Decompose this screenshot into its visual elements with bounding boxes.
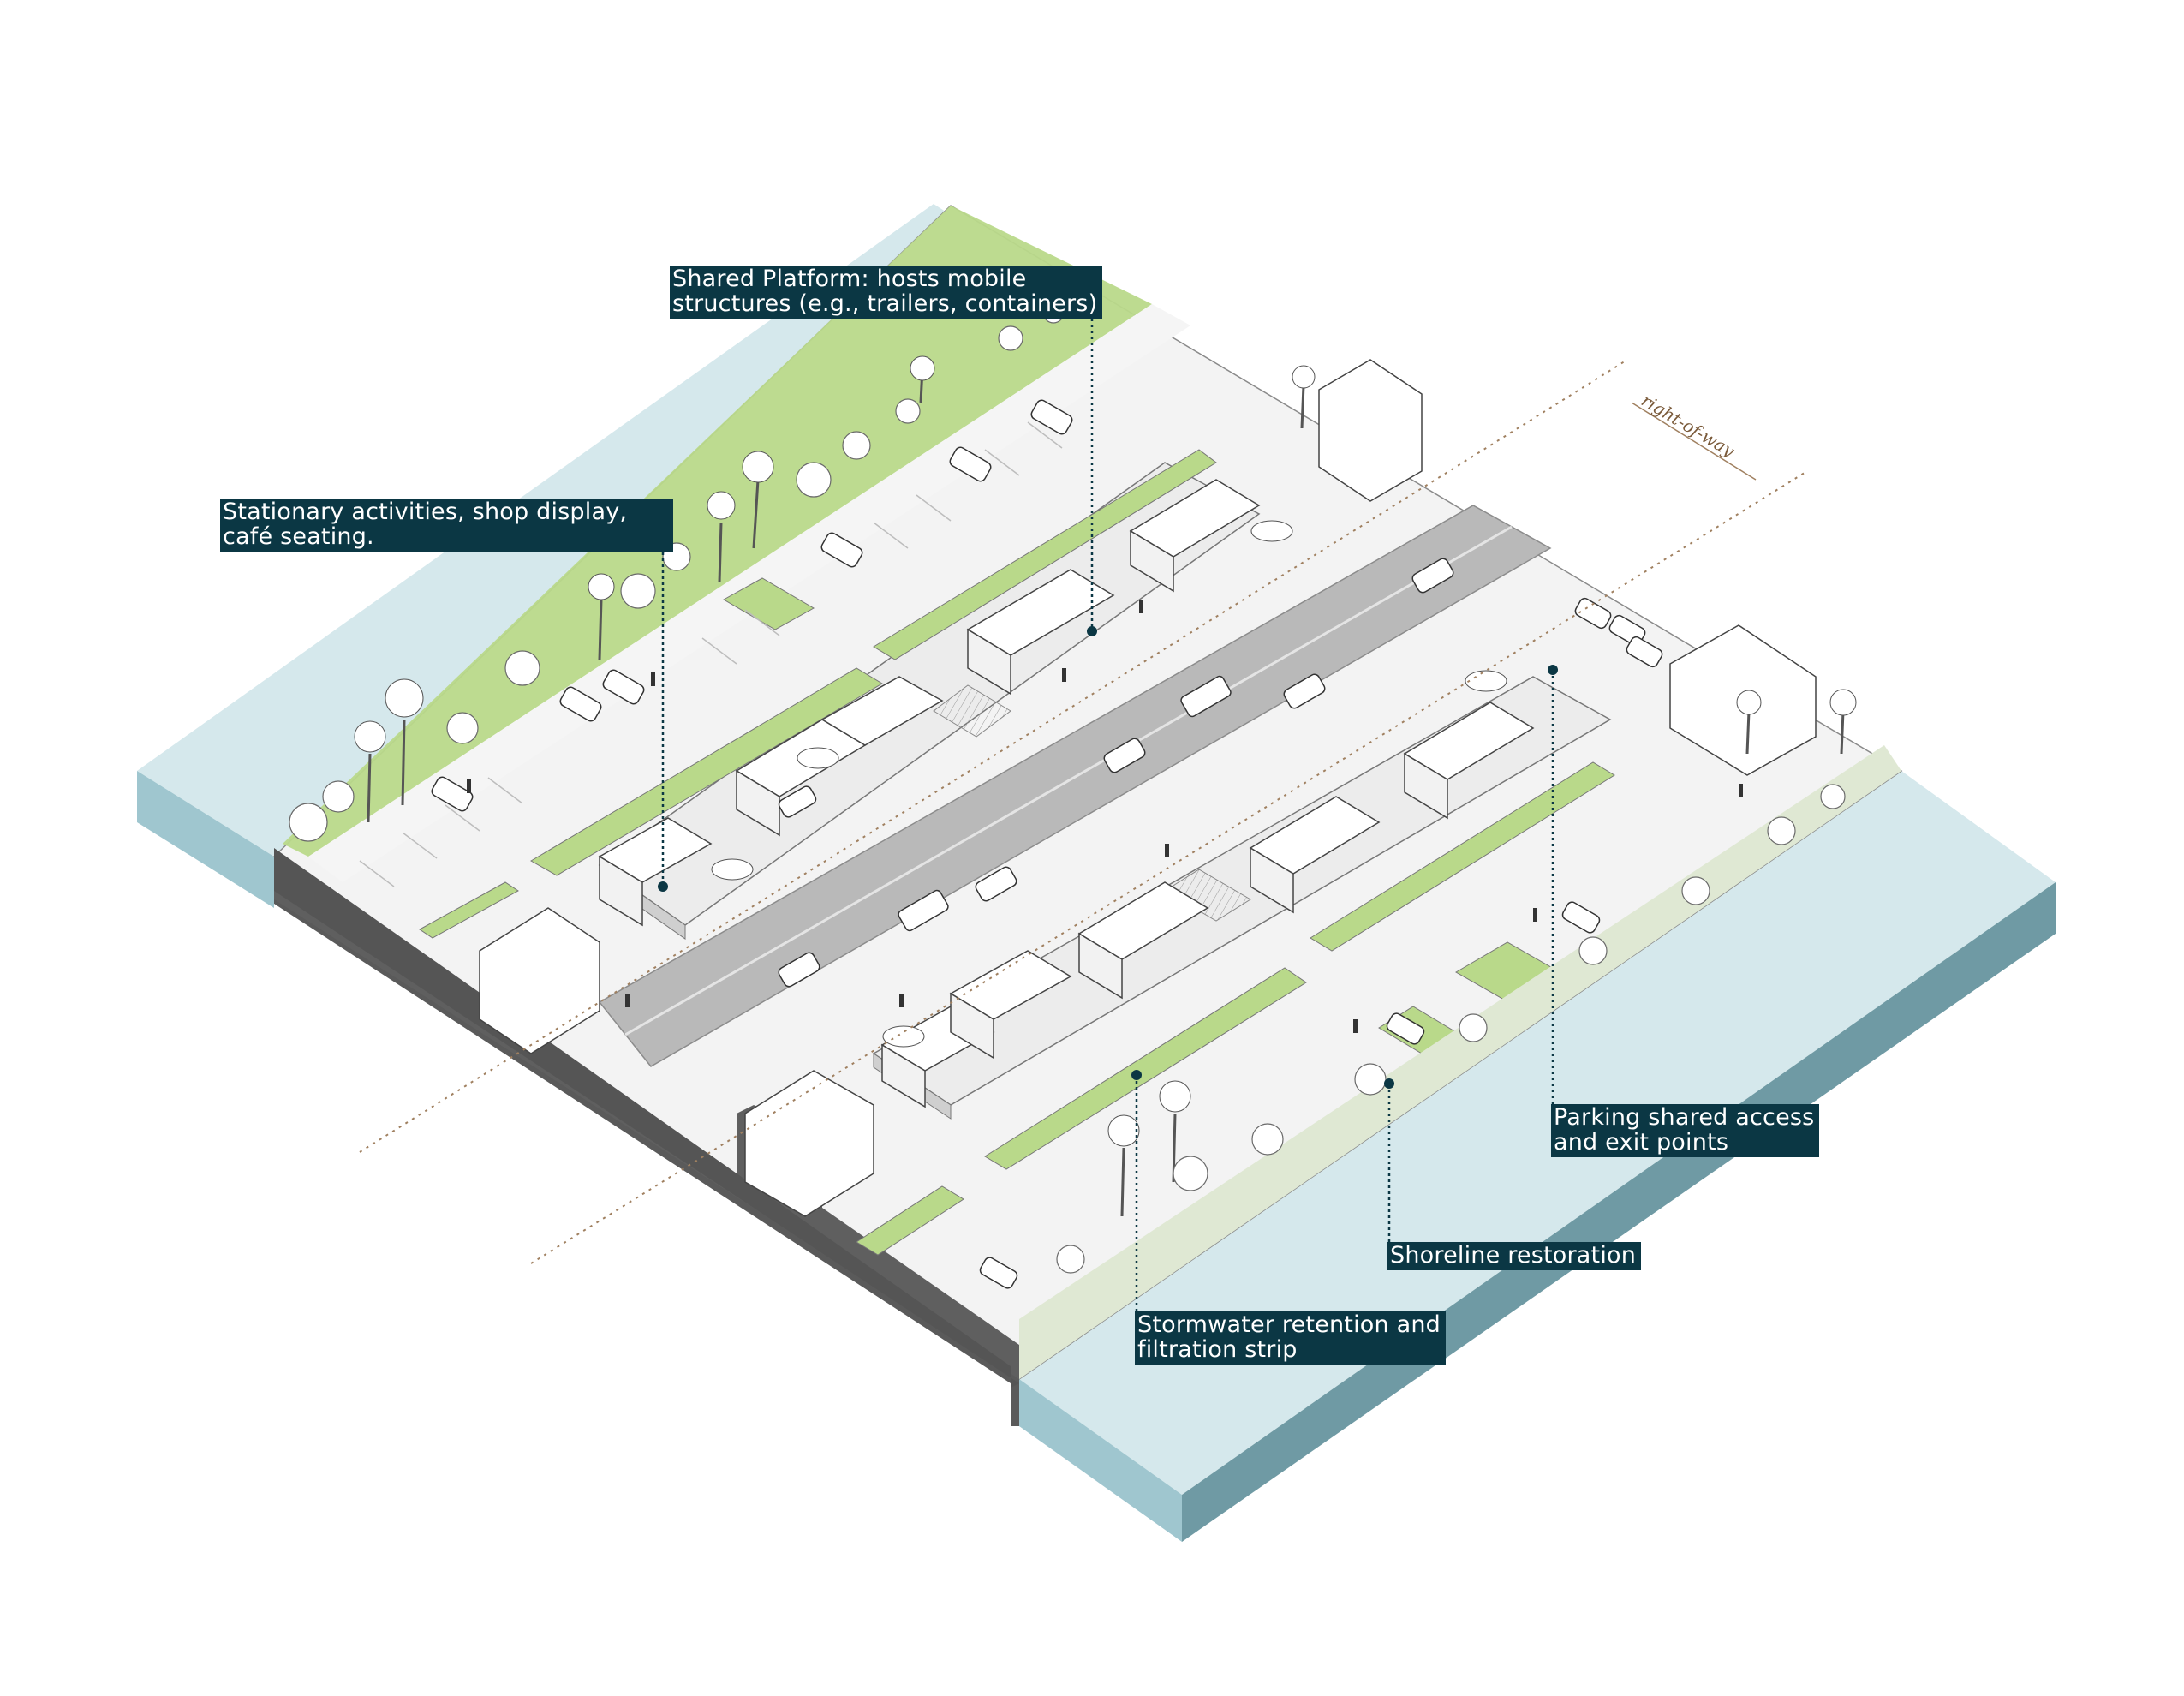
pedestrians xyxy=(467,600,1743,1033)
callout-shared-platform: Shared Platform: hosts mobile structures… xyxy=(670,266,1103,319)
ground-cut-face xyxy=(274,848,1019,1388)
right-of-way-guides xyxy=(359,359,1808,1264)
dot-marker-icon xyxy=(658,881,668,892)
callout-parking-access: Parking shared access and exit points xyxy=(1551,1104,1820,1157)
leader-markers xyxy=(658,626,1558,1089)
water-side-front xyxy=(1019,1379,1182,1542)
pedestrian-icon xyxy=(1533,908,1537,922)
callout-stationary-activities: Stationary activities, shop display, caf… xyxy=(220,499,673,552)
car-icon xyxy=(898,889,949,932)
container-u1-side xyxy=(599,855,643,927)
pedestrian-icon xyxy=(651,672,655,686)
container-l2-side xyxy=(950,992,994,1060)
car-icon xyxy=(431,776,474,812)
dot-marker-icon xyxy=(1384,1078,1394,1089)
vegetation xyxy=(289,302,1857,1274)
planter-upper-1 xyxy=(530,667,883,876)
dot-marker-icon xyxy=(1087,626,1097,636)
road-surface xyxy=(598,505,1552,1067)
pedestrian-icon xyxy=(1165,844,1169,857)
planter-lower-2 xyxy=(1310,761,1615,952)
callout-stormwater-strip: Stormwater retention and filtration stri… xyxy=(1135,1311,1447,1365)
car-icon xyxy=(1283,673,1326,709)
cafe-umbrella-icon xyxy=(1465,670,1507,692)
car-icon xyxy=(1386,1012,1425,1045)
right-of-way-label: right-of-way xyxy=(1638,390,1739,462)
car-icon xyxy=(559,686,602,722)
umbrellas xyxy=(711,520,1507,1048)
right-of-way-dimension xyxy=(1631,402,1757,481)
planter-left-small xyxy=(419,881,519,939)
container-l3-side xyxy=(1078,932,1123,1000)
dot-marker-icon xyxy=(1548,665,1558,675)
container-l5-side xyxy=(1404,752,1448,820)
cafe-umbrella-icon xyxy=(882,1025,925,1048)
container-l1-side xyxy=(881,1043,926,1108)
right-shore-vegetation xyxy=(1019,745,1901,1379)
planters xyxy=(419,449,1615,1256)
car-icon xyxy=(1411,558,1454,594)
main-road xyxy=(598,505,1552,1067)
buildings xyxy=(479,359,1817,1217)
car-icon xyxy=(778,952,820,988)
green-patch-corner xyxy=(856,1185,964,1256)
road-centerline xyxy=(624,525,1513,1036)
car-icon xyxy=(1103,738,1146,773)
car-icon xyxy=(975,866,1017,902)
car-icon xyxy=(820,532,863,568)
planter-lower-1 xyxy=(984,967,1307,1170)
container-l4-side xyxy=(1250,846,1294,914)
cafe-umbrella-icon xyxy=(1250,520,1293,542)
pedestrian-icon xyxy=(1739,784,1743,797)
water-side-right xyxy=(1182,882,2056,1542)
car-icon xyxy=(1626,636,1663,668)
shed-top-right xyxy=(1318,359,1423,502)
palm-tree-icon xyxy=(354,355,1857,1217)
planter-upper-2 xyxy=(873,449,1217,660)
callout-shoreline-restoration: Shoreline restoration xyxy=(1387,1242,1642,1270)
car-icon xyxy=(1030,399,1073,435)
car-icon xyxy=(778,785,817,818)
container-u5-side xyxy=(1130,529,1174,593)
container-u4-side xyxy=(967,628,1011,696)
pedestrian-icon xyxy=(1139,600,1143,613)
pedestrian-icon xyxy=(625,994,630,1007)
shrub-cluster xyxy=(289,302,1846,1274)
leader-lines xyxy=(661,313,1554,1323)
vehicles xyxy=(431,399,1663,1289)
car-icon xyxy=(949,446,992,482)
car-icon xyxy=(1561,901,1601,934)
car-icon xyxy=(602,669,645,705)
pedestrian-icon xyxy=(1062,668,1066,682)
car-icon xyxy=(1180,675,1232,718)
cafe-umbrella-icon xyxy=(711,858,754,881)
car-icon xyxy=(1574,597,1612,630)
water-side-left xyxy=(137,771,274,908)
shed-front xyxy=(744,1070,874,1217)
pedestrian-icon xyxy=(467,779,471,793)
pedestrian-icon xyxy=(1353,1019,1358,1033)
dot-marker-icon xyxy=(1131,1070,1142,1080)
car-icon xyxy=(979,1257,1018,1289)
container-u3 xyxy=(820,676,944,746)
container-u2-side xyxy=(736,769,780,837)
cafe-umbrella-icon xyxy=(797,747,839,769)
left-parking-lines xyxy=(359,421,1063,887)
pedestrian-icon xyxy=(899,994,904,1007)
shed-left xyxy=(479,907,600,1054)
upper-crosswalk xyxy=(933,684,1011,738)
